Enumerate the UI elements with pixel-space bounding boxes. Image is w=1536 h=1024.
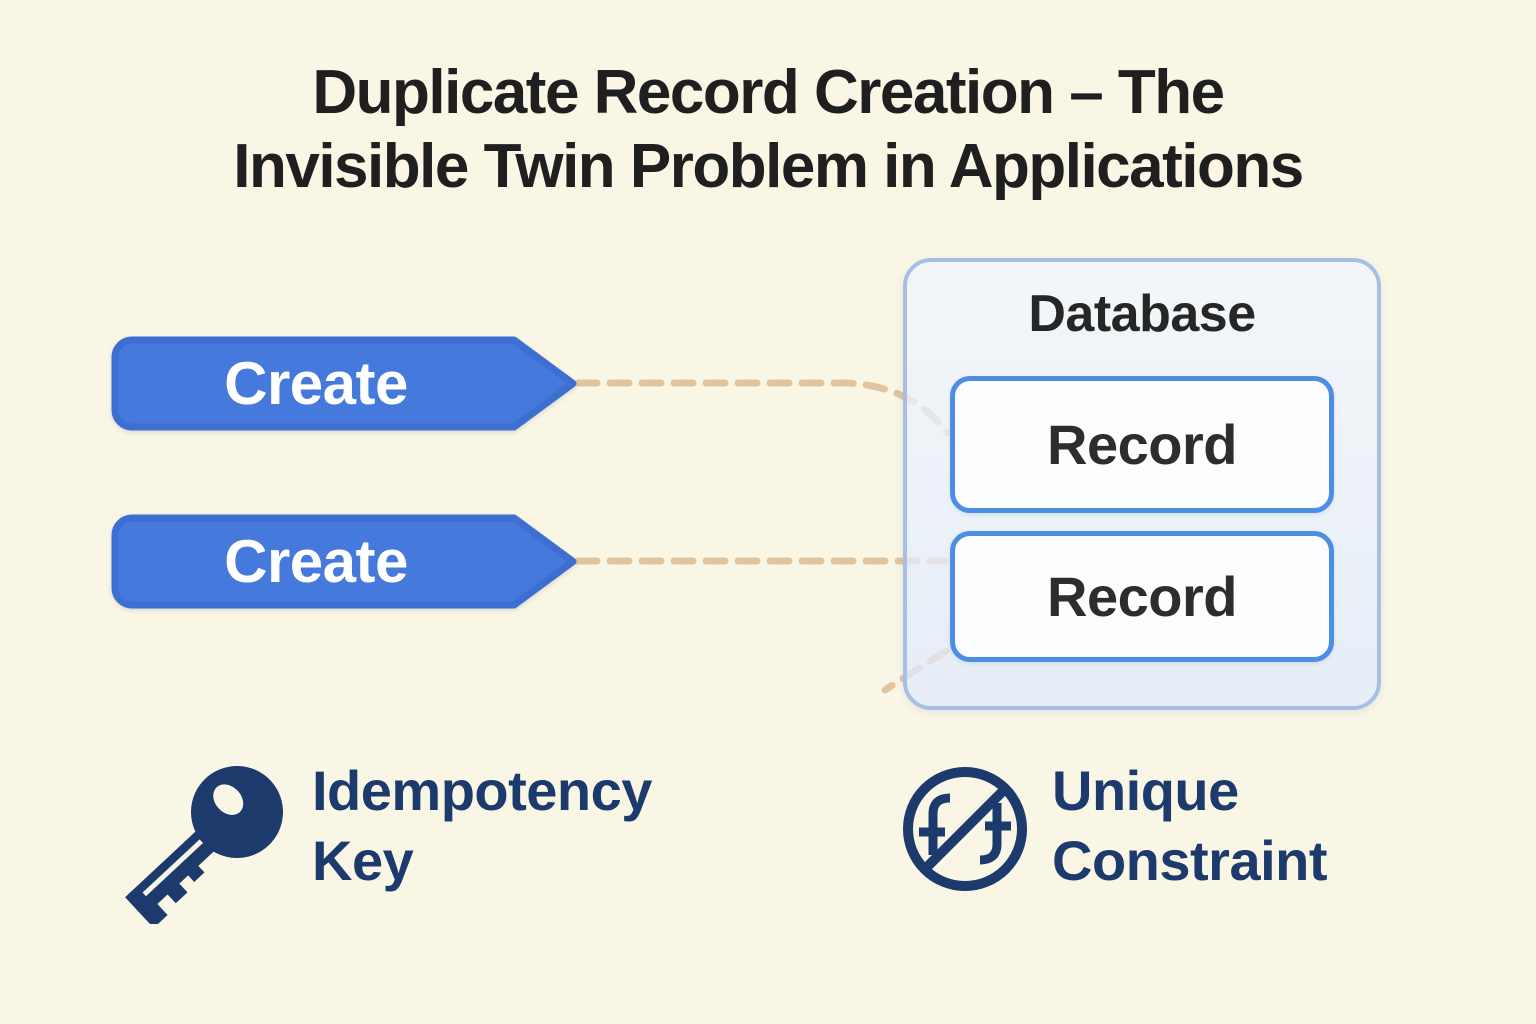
record-label-2: Record: [1047, 565, 1237, 628]
arrow-shape: [111, 336, 577, 431]
arrow-shape: [111, 514, 577, 609]
diagram-title: Duplicate Record Creation – The Invisibl…: [233, 58, 1304, 202]
no-duplicate-icon: [903, 767, 1027, 891]
idempotency-key-label: Idempotency Key: [312, 759, 652, 892]
create-label-1: Create: [224, 350, 408, 417]
record-box-1: Record: [950, 376, 1334, 513]
create-arrow-2: Create: [110, 513, 580, 610]
create-arrow-1: Create: [110, 335, 580, 432]
unique-constraint-label: Unique Constraint: [1052, 759, 1328, 892]
database-title: Database: [1028, 285, 1256, 343]
create-label-2: Create: [224, 528, 408, 595]
key-icon: [125, 766, 283, 924]
record-label-1: Record: [1047, 413, 1237, 476]
record-box-2: Record: [950, 531, 1334, 662]
dashed-connector-top: [574, 379, 951, 437]
database-box: Database Record Record: [903, 258, 1381, 710]
